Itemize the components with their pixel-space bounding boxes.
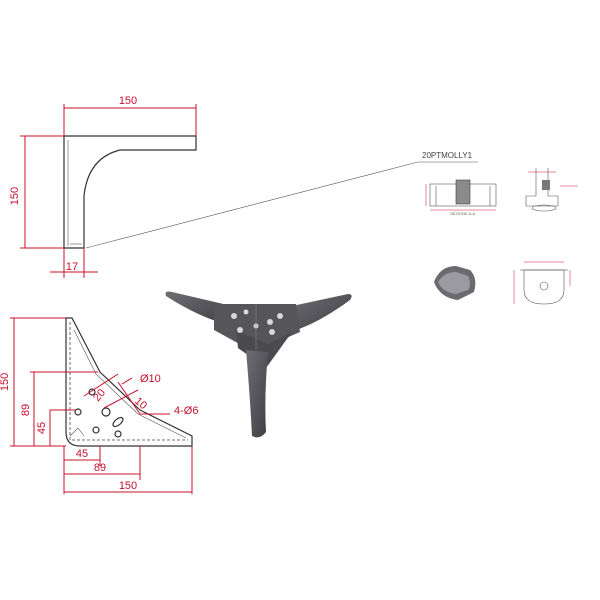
center-hole [101,407,111,417]
holes-label: 4-Ø6 [174,405,198,417]
side-height-label: 150 [9,187,21,205]
slot [112,416,124,428]
side-view: 150 150 17 [9,95,197,278]
mount-hole-3 [92,426,100,434]
detail-leader-line [85,161,419,249]
plan-height-label: 150 [0,373,11,391]
plan-89v-label: 89 [20,404,32,416]
detail-bottom-right [513,261,571,305]
side-width-label: 150 [119,95,137,107]
dia-10-label: Ø10 [140,373,161,385]
side-foot-label: 17 [66,261,78,273]
plan-89h-label: 89 [94,462,106,474]
detail-3d-foot [434,266,476,300]
dim-10-label: 10 [132,395,149,412]
plan-view: Ø10 20 10 4-Ø6 150 89 45 45 89 150 [0,317,198,494]
plan-width-label: 150 [119,480,137,492]
detail-top-right [525,168,578,212]
leg-render [165,291,352,438]
plan-45h-label: 45 [76,448,88,460]
svg-text:SEZIONE A-A: SEZIONE A-A [450,211,475,216]
mount-hole-2 [74,408,82,416]
mount-hole-1 [88,388,96,396]
part-code-label: 20PTMOLLY1 [422,151,473,160]
plan-45v-label: 45 [36,422,48,434]
leg-post [246,350,268,438]
detail-top-left: SEZIONE A-A [425,179,497,216]
mount-hole-4 [114,430,122,438]
